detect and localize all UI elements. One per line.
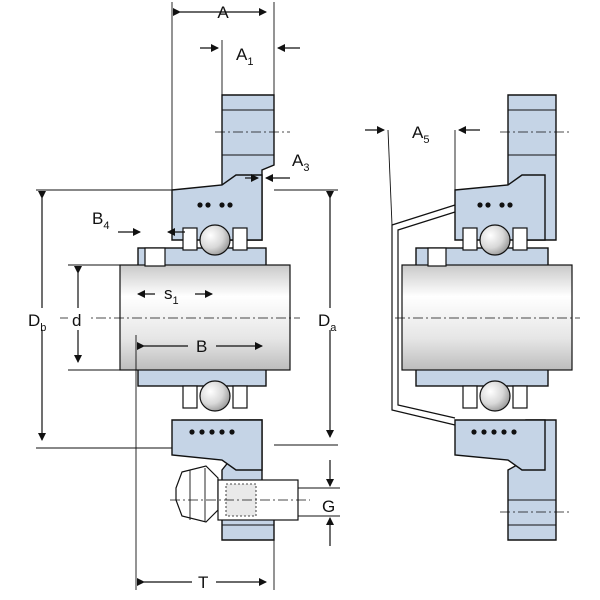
label-A5: A5 xyxy=(412,123,429,146)
label-B: B xyxy=(196,337,207,356)
right-housing-upper xyxy=(454,174,546,241)
label-T: T xyxy=(198,573,208,592)
label-s1: s1 xyxy=(164,284,179,307)
label-G: G xyxy=(322,497,335,516)
label-A3: A3 xyxy=(292,151,309,174)
label-d: d xyxy=(72,311,81,330)
left-view: A A1 A3 B4 Db d Da s1 xyxy=(26,2,346,592)
label-A1: A1 xyxy=(236,45,253,68)
bolt xyxy=(170,465,310,523)
label-A: A xyxy=(217,3,229,22)
right-view: A5 xyxy=(365,94,580,541)
housing-upper xyxy=(171,174,263,241)
right-shaft xyxy=(401,264,573,371)
ball-upper xyxy=(199,224,231,256)
label-Db: Db xyxy=(28,311,46,334)
right-housing-lower xyxy=(454,419,546,471)
end-cap xyxy=(391,204,456,426)
inner-ring-lower xyxy=(137,367,267,387)
housing-lower xyxy=(171,419,263,471)
label-B4: B4 xyxy=(92,209,109,232)
ball-lower xyxy=(199,380,231,412)
label-Da: Da xyxy=(318,311,337,334)
grub-screw xyxy=(144,247,166,267)
shaft xyxy=(119,264,291,371)
